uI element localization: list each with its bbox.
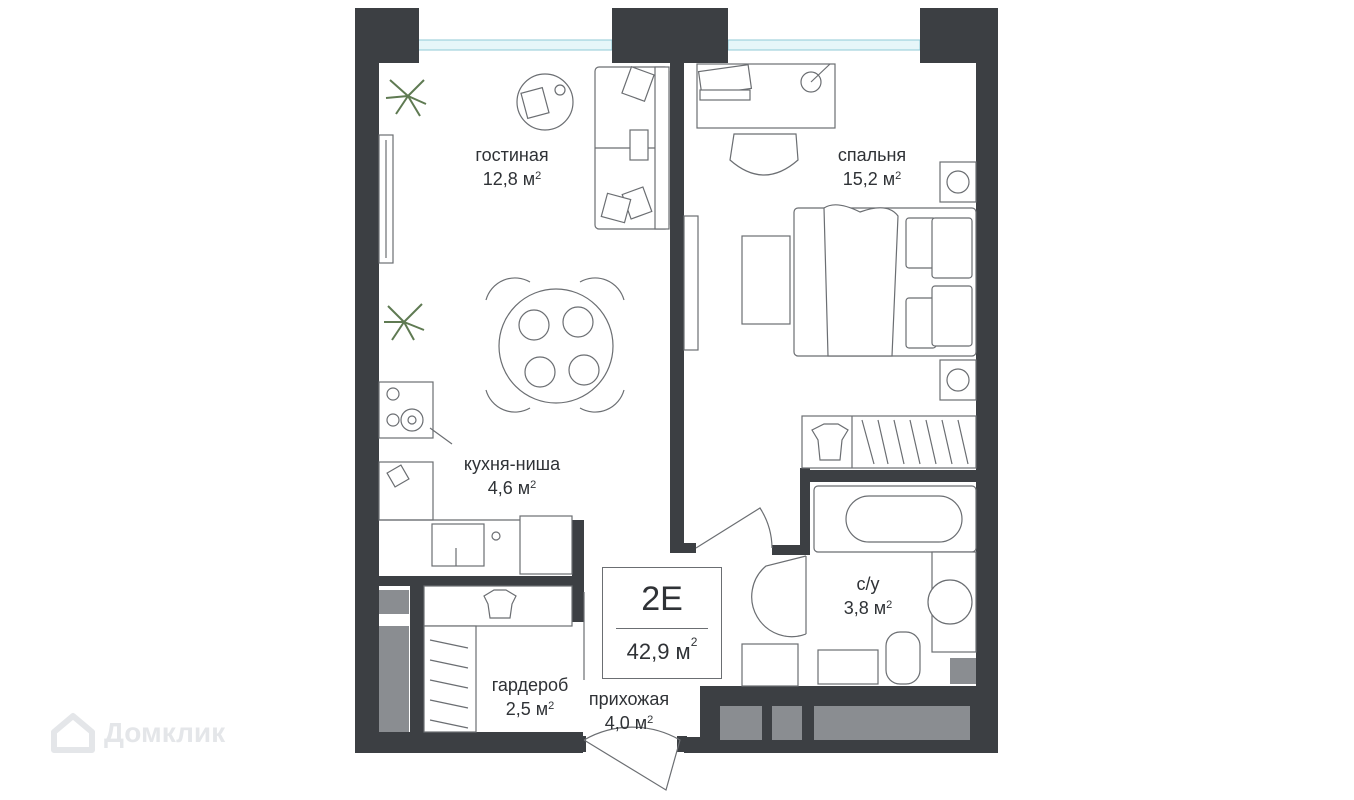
living-furniture bbox=[378, 65, 670, 264]
apartment-area: 42,9 м2 bbox=[626, 635, 698, 664]
kitchen-units bbox=[378, 381, 573, 575]
room-label-bedroom: спальня 15,2 м2 bbox=[812, 143, 932, 191]
bedroom-furniture bbox=[683, 63, 977, 401]
room-area: 15,2 м2 bbox=[842, 169, 902, 189]
room-name: кухня-ниша bbox=[463, 454, 561, 474]
room-label-living: гостиная 12,8 м2 bbox=[452, 143, 572, 191]
room-area: 12,8 м2 bbox=[482, 169, 542, 189]
apartment-summary: 2Е 42,9 м2 bbox=[602, 567, 722, 679]
hallway-furniture bbox=[741, 643, 799, 687]
room-name: прихожая bbox=[588, 689, 670, 709]
room-area: 3,8 м2 bbox=[843, 598, 893, 618]
wardrobe-room-fixtures bbox=[423, 585, 585, 733]
room-label-wardrobe: гардероб 2,5 м2 bbox=[478, 673, 582, 721]
bedroom-closet bbox=[801, 415, 977, 469]
bathroom-fixtures bbox=[813, 485, 977, 685]
room-name: гардероб bbox=[491, 675, 569, 695]
plants bbox=[384, 79, 427, 341]
doors bbox=[583, 507, 807, 791]
watermark-text: Домклик bbox=[104, 717, 226, 748]
room-name: спальня bbox=[837, 145, 907, 165]
room-area: 4,6 м2 bbox=[487, 478, 537, 498]
house-logo-icon bbox=[51, 713, 95, 753]
apartment-code: 2Е bbox=[641, 580, 683, 618]
divider bbox=[616, 628, 708, 629]
interior-walls bbox=[379, 60, 976, 752]
room-name: гостиная bbox=[475, 145, 549, 165]
room-name: с/у bbox=[856, 574, 880, 594]
room-area: 4,0 м2 bbox=[604, 713, 654, 733]
room-label-kitchen: кухня-ниша 4,6 м2 bbox=[450, 452, 574, 500]
room-label-hallway: прихожая 4,0 м2 bbox=[580, 687, 678, 735]
room-label-bathroom: с/у 3,8 м2 bbox=[826, 572, 910, 620]
watermark: Домклик bbox=[50, 712, 225, 754]
dining-set bbox=[485, 277, 625, 413]
storage-blocks bbox=[379, 590, 976, 740]
room-area: 2,5 м2 bbox=[505, 699, 555, 719]
